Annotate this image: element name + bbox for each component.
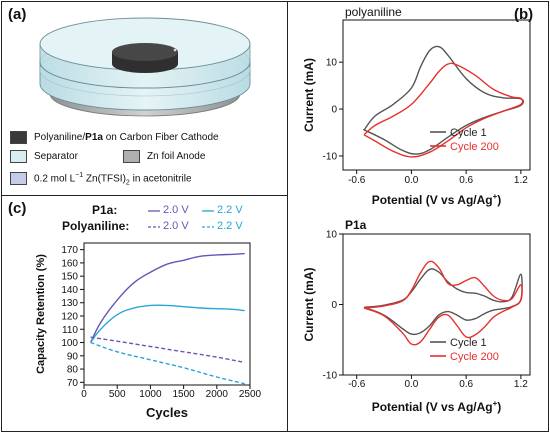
y-tick-label: 100 bbox=[61, 338, 78, 349]
x-tick-label: -0.6 bbox=[348, 379, 366, 390]
legend-zn-anode: Zn foil Anode bbox=[123, 150, 205, 164]
y-tick-label: 70 bbox=[67, 378, 79, 389]
plot-frame bbox=[83, 242, 251, 386]
x-axis-label: Potential (V vs Ag/Ag+) bbox=[372, 192, 502, 207]
panel-b-border bbox=[287, 1, 549, 432]
series-line-polyaniline-2-2-v bbox=[90, 341, 245, 385]
x-axis-label: Potential (V vs Ag/Ag+) bbox=[372, 399, 502, 414]
legend-zn-anode-text: Zn foil Anode bbox=[147, 151, 206, 163]
y-tick-label: 130 bbox=[61, 298, 78, 309]
y-tick-label: 150 bbox=[61, 272, 78, 283]
x-tick-label: 1.2 bbox=[514, 175, 528, 186]
x-tick-label: 500 bbox=[109, 389, 126, 400]
legend-cathode: Polyaniline/P1a on Carbon Fiber Cathode bbox=[10, 131, 219, 145]
legend-cathode-prefix: Polyaniline/ bbox=[34, 132, 86, 144]
chart-title: P1a bbox=[345, 218, 367, 232]
y-tick-label: 0 bbox=[331, 300, 337, 311]
y-axis-label: Capacity Retention (%) bbox=[35, 254, 47, 374]
x-tick-label: -0.6 bbox=[348, 175, 366, 186]
swatch-separator bbox=[10, 150, 27, 163]
panel-c-legend-lines bbox=[148, 210, 214, 228]
x-tick-label: 2500 bbox=[239, 389, 262, 400]
series-line-p1a-2-2-v bbox=[90, 304, 245, 343]
y-axis-label: Current (mA) bbox=[302, 58, 316, 132]
legend-p1a-label: P1a: bbox=[92, 203, 118, 217]
panel-a-label: (a) bbox=[8, 6, 27, 23]
panel-b-label: (b) bbox=[514, 6, 534, 23]
legend-electrolyte-prefix: 0.2 mol L bbox=[34, 173, 76, 185]
y-tick-label: 0 bbox=[331, 105, 337, 116]
x-tick-label: 0.6 bbox=[459, 379, 473, 390]
legend-cathode-bold: P1a bbox=[85, 132, 103, 144]
y-tick-label: 10 bbox=[326, 230, 338, 241]
x-axis-label-sup: + bbox=[493, 399, 498, 408]
plot-frame bbox=[342, 19, 531, 171]
legend-pani-label: Polyaniline: bbox=[62, 219, 130, 233]
legend-electrolyte-sub: 2 bbox=[125, 179, 130, 187]
legend-label-1: Cycle 1 bbox=[450, 127, 487, 139]
legend-pani-22-text: 2.2 V bbox=[217, 220, 243, 232]
x-tick-label: 0.0 bbox=[404, 379, 418, 390]
series-line-cycle-200 bbox=[363, 260, 523, 346]
legend-electrolyte-mid: Zn(TFSI) bbox=[83, 173, 126, 185]
legend-pani-20-text: 2.0 V bbox=[163, 220, 189, 232]
y-axis-label: Current (mA) bbox=[302, 267, 316, 341]
y-tick-label: 170 bbox=[61, 245, 78, 256]
y-tick-label: -10 bbox=[323, 151, 338, 162]
legend-label-2: Cycle 200 bbox=[450, 141, 499, 153]
x-tick-label: 0.6 bbox=[459, 175, 473, 186]
y-tick-label: 110 bbox=[62, 325, 78, 336]
panel-c-label: (c) bbox=[8, 200, 27, 217]
y-tick-label: 160 bbox=[61, 258, 78, 269]
legend-separator: Separator bbox=[10, 150, 78, 164]
swatch-electrolyte bbox=[10, 172, 27, 186]
x-tick-label: 0 bbox=[81, 389, 87, 400]
series-line-cycle-1 bbox=[363, 268, 523, 336]
swatch-cathode bbox=[10, 131, 27, 144]
x-axis-label-main: Potential (V vs Ag/Ag bbox=[372, 400, 493, 414]
x-tick-label: 0.0 bbox=[404, 175, 418, 186]
y-tick-label: 80 bbox=[67, 365, 79, 376]
y-tick-label: 120 bbox=[61, 311, 78, 322]
y-tick-label: 140 bbox=[61, 285, 78, 296]
series-line-polyaniline-2-0-v bbox=[90, 336, 245, 364]
legend-label-1: Cycle 1 bbox=[450, 337, 487, 349]
x-axis-label-main: Potential (V vs Ag/Ag bbox=[372, 193, 493, 207]
series-line-p1a-2-0-v bbox=[89, 252, 245, 343]
x-axis-label: Cycles bbox=[146, 405, 188, 420]
legend-p1a-22-text: 2.2 V bbox=[217, 204, 243, 216]
series-line-cycle-200 bbox=[363, 62, 524, 158]
x-tick-label: 1500 bbox=[172, 389, 195, 400]
legend-p1a-20-text: 2.0 V bbox=[163, 204, 189, 216]
x-tick-label: 1000 bbox=[139, 389, 162, 400]
y-tick-label: 10 bbox=[326, 58, 338, 69]
y-tick-label: 90 bbox=[67, 351, 79, 362]
x-tick-label: 1.2 bbox=[514, 379, 528, 390]
swatch-zn-anode bbox=[123, 150, 140, 163]
x-tick-label: 2000 bbox=[206, 389, 229, 400]
legend-separator-text: Separator bbox=[34, 151, 78, 163]
legend-label-2: Cycle 200 bbox=[450, 351, 499, 363]
legend-electrolyte-suffix: in acetonitrile bbox=[129, 173, 192, 185]
battery-schematic bbox=[39, 17, 251, 117]
x-axis-label-end: ) bbox=[497, 193, 501, 207]
x-axis-label-end: ) bbox=[497, 400, 501, 414]
legend-electrolyte: 0.2 mol L−1 Zn(TFSI)2 in acetonitrile bbox=[10, 169, 192, 187]
chart-title: polyaniline bbox=[345, 5, 402, 19]
y-tick-label: -10 bbox=[323, 371, 338, 382]
x-axis-label-sup: + bbox=[493, 192, 498, 201]
legend-electrolyte-sup: −1 bbox=[75, 172, 84, 179]
legend-cathode-suffix: on Carbon Fiber Cathode bbox=[102, 132, 219, 144]
cathode-disc bbox=[112, 43, 178, 73]
